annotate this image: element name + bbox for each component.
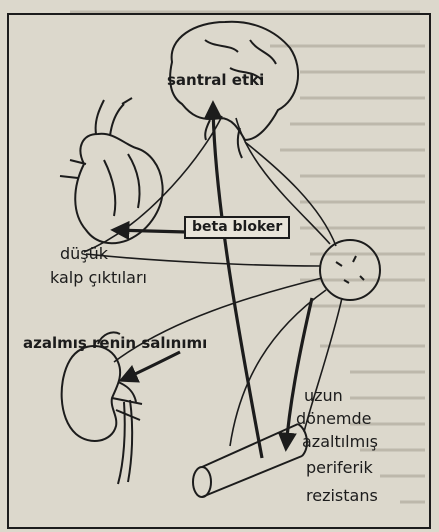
heart-icon [60, 98, 163, 243]
kidney-icon [62, 332, 142, 484]
long-term-label-line3: azaltılmış [302, 434, 378, 450]
long-term-label-line2: dönemde [296, 411, 372, 427]
beta-blocker-label: beta bloker [184, 216, 290, 239]
low-output-label-line1: düşük [60, 246, 108, 262]
central-effect-label: santral etki [167, 73, 264, 88]
renin-label: azalmış renin salınımı [23, 336, 207, 351]
long-term-label-line4: periferik [306, 460, 373, 476]
brain-icon [170, 22, 298, 158]
blood-vessel-icon [193, 424, 307, 497]
low-output-label-line2: kalp çıktıları [50, 270, 147, 286]
ganglion-icon [320, 240, 380, 300]
long-term-label-line1: uzun [304, 388, 343, 404]
cardiac-output-arrow [114, 230, 186, 232]
long-term-label-line5: rezistans [306, 488, 378, 504]
renin-arrow [122, 352, 180, 380]
